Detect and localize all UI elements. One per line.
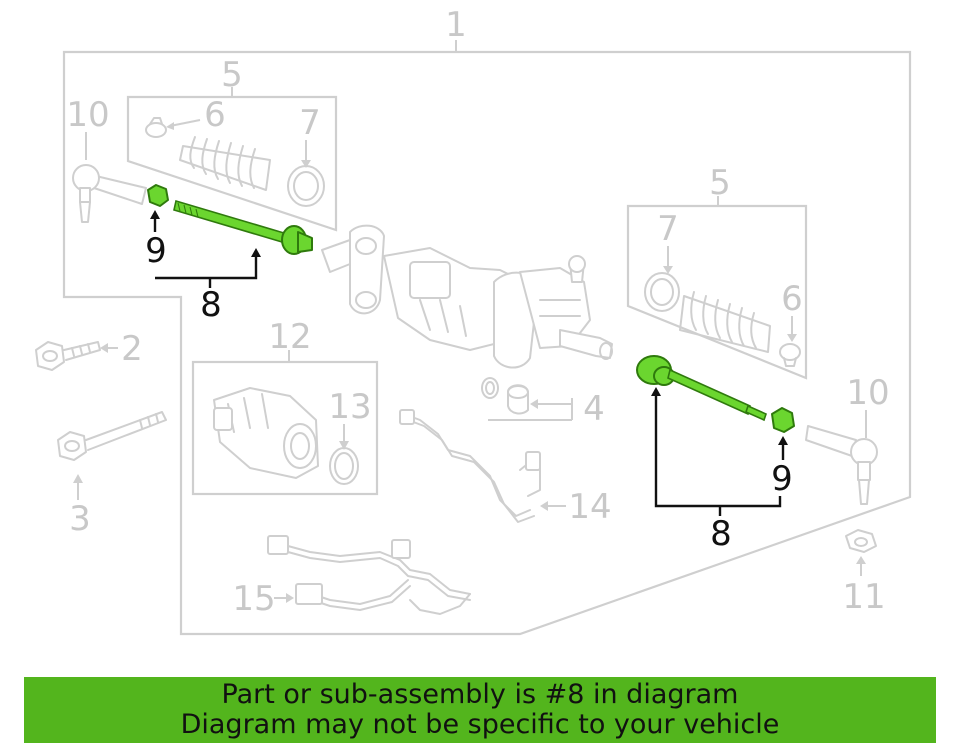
- bolt-3: [57, 411, 167, 461]
- callout-10-left: 10: [66, 95, 109, 135]
- banner-line-1: Part or sub-assembly is #8 in diagram: [221, 679, 739, 710]
- arrow-13: [339, 441, 349, 450]
- clamp-left: [145, 117, 167, 138]
- arrow-7-left: [301, 160, 311, 168]
- callout-7-right: 7: [657, 209, 679, 249]
- arrow-7-right: [663, 266, 673, 274]
- bracket-8-left: [155, 253, 258, 280]
- callout-13: 13: [328, 387, 371, 427]
- boot-kit-box-right: [626, 204, 808, 380]
- callout-5-left: 5: [221, 55, 243, 95]
- callout-1: 1: [445, 5, 467, 45]
- arrow-9-right: [778, 436, 788, 445]
- ring-left-inner: [293, 171, 319, 201]
- callout-8-left: 8: [200, 285, 222, 325]
- motor-12: [213, 387, 319, 479]
- nut-11: [845, 529, 877, 553]
- arrow-15: [286, 593, 294, 603]
- arrow-8-right: [651, 387, 661, 396]
- harness-15: [267, 535, 471, 615]
- callout-4: 4: [583, 389, 605, 429]
- arrow-6-left: [166, 122, 174, 130]
- callout-3: 3: [69, 499, 91, 539]
- arrow-11: [856, 556, 866, 564]
- callout-9-left: 9: [145, 231, 167, 271]
- ring-right: [644, 272, 680, 312]
- motor-box: [191, 360, 379, 496]
- bolt-2: [35, 341, 101, 371]
- leader-4: [488, 398, 573, 421]
- callout-7-left: 7: [299, 103, 321, 143]
- boot-right: [679, 291, 771, 353]
- clamp-right: [779, 343, 801, 367]
- steering-gear: [321, 224, 613, 369]
- boot-left: [179, 136, 271, 191]
- tie-rod-end-left: [72, 164, 147, 223]
- arrow-3: [73, 474, 83, 483]
- callout-9-right: 9: [771, 459, 793, 499]
- callout-11: 11: [842, 577, 885, 617]
- leader-6-left: [169, 119, 201, 127]
- inner-tie-rod-right-highlighted: [636, 355, 795, 433]
- boot-kit-box-left: [126, 95, 338, 232]
- callout-6-left: 6: [204, 95, 226, 135]
- callout-10-right: 10: [846, 373, 889, 413]
- harness-14: [399, 409, 541, 523]
- tie-rod-end-right: [805, 425, 878, 505]
- arrow-8-left: [251, 248, 261, 257]
- assembly-frame-1: [62, 50, 912, 636]
- seal-13-inner: [334, 452, 354, 480]
- seals-4: [481, 377, 529, 415]
- callout-8-right: 8: [710, 514, 732, 554]
- banner-line-2: Diagram may not be specific to your vehi…: [180, 709, 780, 740]
- callout-5-right: 5: [709, 163, 731, 203]
- info-banner: Part or sub-assembly is #8 in diagram Di…: [24, 677, 936, 743]
- callout-12: 12: [268, 317, 311, 357]
- parts-diagram: 1 5 6 7 10: [35, 5, 912, 636]
- arrow-6-right: [787, 334, 797, 342]
- arrow-4a: [530, 399, 538, 409]
- callout-6-right: 6: [781, 279, 803, 319]
- callout-15: 15: [232, 579, 275, 619]
- callout-2: 2: [121, 329, 143, 369]
- arrow-2: [100, 343, 108, 353]
- inner-tie-rod-left-highlighted: [147, 184, 313, 255]
- bracket-8-right: [654, 392, 782, 508]
- callout-14: 14: [568, 487, 611, 527]
- arrow-9-left: [150, 210, 160, 219]
- ring-right-inner: [650, 278, 674, 306]
- arrow-14: [540, 501, 548, 511]
